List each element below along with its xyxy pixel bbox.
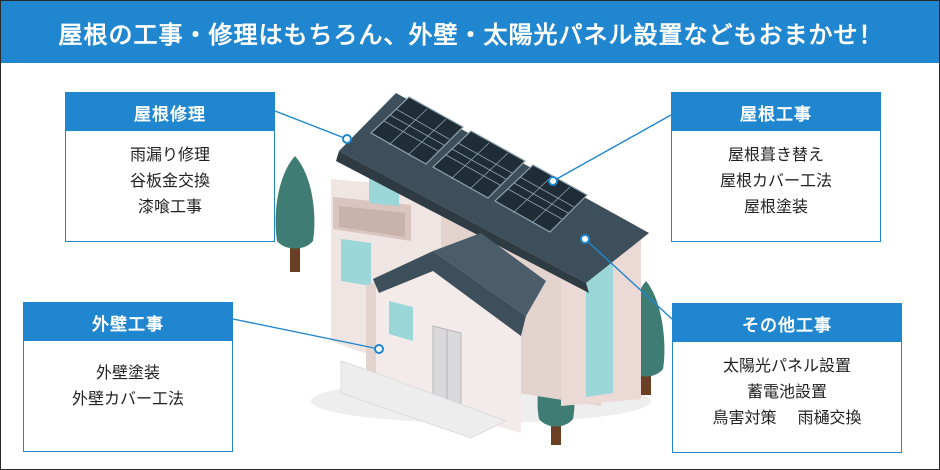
card-roof-repair: 屋根修理 雨漏り修理 谷板金交換 漆喰工事 (65, 92, 275, 242)
card-title: その他工事 (673, 304, 901, 342)
card-item: 谷板金交換 (129, 171, 210, 190)
card-item: 屋根塗装 (743, 197, 808, 216)
card-item: 漆喰工事 (137, 197, 202, 216)
card-item: 蓄電池設置 (746, 382, 827, 401)
annex-roof (373, 251, 526, 336)
leader-roof-work (552, 114, 672, 182)
card-roof-work: 屋根工事 屋根葺き替え 屋根カバー工法 屋根塗装 (671, 92, 881, 242)
card-exterior: 外壁工事 外壁塗装 外壁カバー工法 (23, 302, 233, 452)
marker-roof-work (548, 176, 558, 186)
window-gable (586, 263, 613, 397)
window-left (341, 239, 371, 286)
leader-roof-repair (274, 110, 348, 140)
card-item: 雨漏り修理 (129, 145, 210, 164)
card-other: その他工事 太陽光パネル設置 蓄電池設置 鳥害対策 雨樋交換 (672, 303, 902, 453)
card-title: 屋根修理 (66, 93, 274, 131)
leader-exterior (232, 318, 380, 350)
card-title: 屋根工事 (672, 93, 880, 131)
marker-exterior (374, 344, 384, 354)
card-item: 屋根葺き替え (727, 145, 824, 164)
marker-other (580, 234, 590, 244)
card-item: 鳥害対策 雨樋交換 (712, 408, 862, 427)
card-item: 太陽光パネル設置 (722, 356, 851, 375)
marker-roof-repair (342, 134, 352, 144)
leader-other (584, 238, 673, 320)
card-item: 外壁塗装 (95, 363, 160, 382)
entrance-step (340, 360, 508, 439)
solar-panel-icon (369, 96, 588, 233)
card-item: 屋根カバー工法 (719, 171, 832, 190)
card-item: 外壁カバー工法 (71, 389, 184, 408)
window-annex (389, 301, 413, 341)
card-title: 外壁工事 (24, 303, 232, 341)
page-title: 屋根の工事・修理はもちろん、外壁・太陽光パネル設置などもおまかせ！ (1, 1, 939, 63)
tree-left-icon (275, 156, 315, 272)
